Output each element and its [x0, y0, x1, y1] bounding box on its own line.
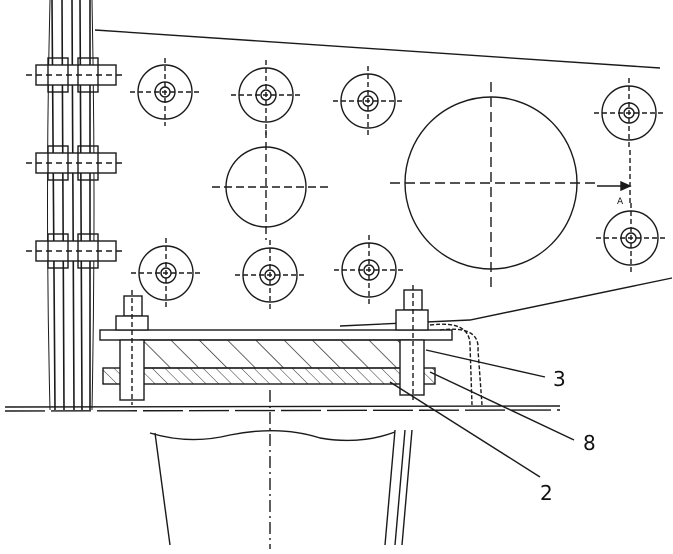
bolt-top-3	[333, 66, 403, 136]
column-bolt-2	[26, 145, 122, 181]
lower-plate	[102, 367, 436, 385]
left-column	[26, 0, 122, 411]
bolt-right-upper	[594, 78, 664, 148]
column-bolt-1	[26, 57, 122, 93]
bolt-row-top	[130, 58, 403, 136]
ground-line	[4, 405, 561, 408]
bolt-top-1	[130, 58, 200, 126]
section-marker	[597, 150, 632, 205]
section-marker-label: A	[617, 197, 624, 207]
leader-2	[389, 381, 541, 478]
large-hole	[390, 82, 600, 288]
callout-label-8: 8	[583, 431, 596, 455]
stud-right	[395, 285, 429, 400]
callout-label-2: 2	[540, 481, 553, 505]
small-hole	[212, 130, 332, 240]
bolt-row-bottom	[131, 235, 404, 310]
upper-plate	[99, 329, 453, 341]
leader-3	[425, 349, 546, 378]
lower-support	[149, 390, 413, 549]
callout-label-3: 3	[553, 367, 566, 391]
bolt-top-2	[231, 60, 301, 135]
bolt-bottom-3	[334, 235, 404, 305]
bolt-bottom-1	[131, 238, 201, 308]
gusset-plate-outline	[94, 29, 673, 327]
stud-left	[115, 290, 149, 405]
flex-element	[429, 323, 483, 406]
leader-8	[429, 371, 575, 441]
column-bolt-3	[26, 233, 122, 269]
bolt-bottom-2	[235, 240, 305, 310]
bolt-right-lower	[596, 203, 666, 273]
bearing-pad	[139, 339, 411, 369]
